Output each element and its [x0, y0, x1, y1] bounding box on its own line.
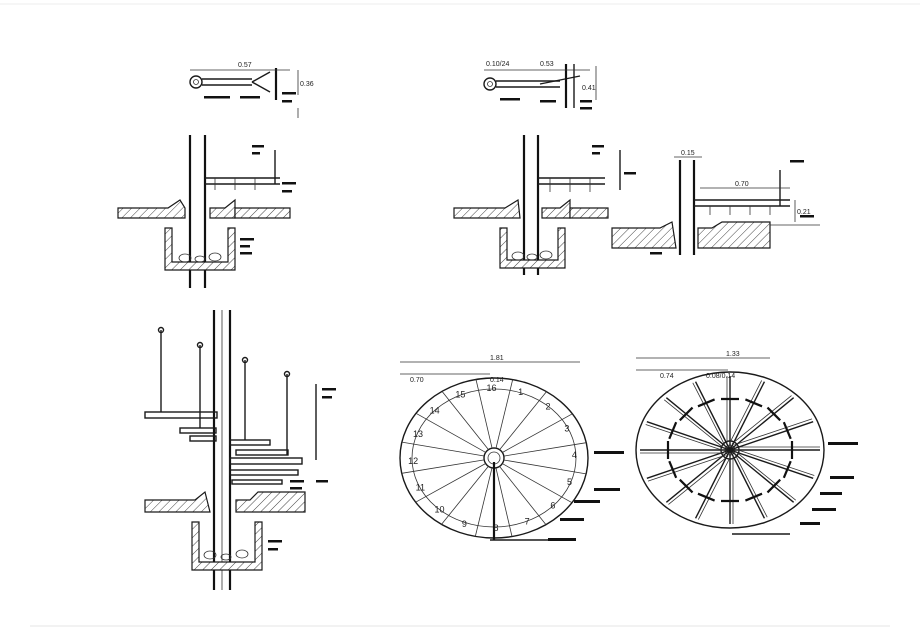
bracket-detail-left: [189, 68, 299, 118]
tread-line: [415, 412, 486, 453]
step-number: 14: [430, 406, 440, 416]
tread-line: [502, 463, 573, 504]
tread-beam: [729, 449, 795, 503]
tread-line: [441, 391, 489, 450]
dim-plan2-radius: 0.74: [660, 373, 674, 380]
tread-beam-edge: [692, 382, 726, 446]
tread-cross: [782, 421, 792, 440]
tread-beam-edge: [731, 395, 792, 444]
step-number: 2: [545, 401, 550, 411]
tread-beam-edge: [647, 454, 726, 482]
tread-beam: [665, 397, 731, 451]
tread-line: [495, 467, 513, 537]
dim-plan-radius: 0.70: [410, 377, 424, 384]
tread-line: [502, 413, 573, 453]
bracket-detail-right: [483, 64, 597, 110]
step-number: 10: [435, 505, 445, 515]
tread-beam-edge: [697, 456, 731, 520]
dim-plan2-overall: 1.33: [726, 351, 740, 358]
tread-radials: [401, 379, 587, 537]
tread-line: [401, 441, 485, 457]
dim-bracket-length: 0.53: [540, 61, 554, 68]
tread-cross: [766, 478, 781, 494]
step-number: 8: [494, 523, 499, 533]
tread-beam-edge: [668, 456, 729, 505]
tread-line: [503, 442, 587, 457]
tread-beam-edge: [645, 424, 724, 451]
tread-beam: [729, 397, 795, 451]
step-number: 4: [572, 450, 577, 460]
step-number: 9: [462, 519, 467, 529]
dim-bracket-height: 0.36: [300, 81, 314, 88]
stair-elevation: [144, 310, 336, 590]
dim-plan2-core: 0.08/0.14: [706, 373, 735, 380]
step-number: 5: [567, 477, 572, 487]
tread-line: [503, 459, 587, 475]
dim-plan-overall: 1.81: [490, 355, 504, 362]
tread-beam: [729, 421, 814, 451]
tread-cross: [744, 398, 763, 408]
tread-cross: [782, 460, 792, 479]
tread-beam: [729, 381, 766, 451]
tread-cross: [668, 460, 678, 479]
tread-beam-edge: [736, 449, 815, 476]
tread-line: [415, 463, 486, 503]
dim-tread-length: 0.70: [735, 181, 749, 188]
tread-cross: [697, 492, 716, 502]
step-number: 3: [564, 423, 569, 433]
step-number: 7: [525, 516, 530, 526]
step-number: 15: [455, 390, 465, 400]
tread-cross: [697, 398, 716, 408]
column-section-right-b: [611, 156, 820, 255]
dim-tread-height: 0.21: [797, 209, 811, 216]
dim-bracket-offset: 0.10/24: [486, 61, 509, 68]
tread-beam: [665, 449, 731, 503]
tread-cross: [679, 478, 694, 494]
column-section-right-a: [453, 135, 636, 275]
tread-beam-edge: [734, 454, 768, 518]
stair-plan-structural: [635, 357, 858, 535]
tread-beam-edge: [736, 451, 797, 501]
step-number: 16: [486, 383, 496, 393]
step-number: 11: [416, 483, 425, 493]
tread-beam: [646, 449, 731, 479]
tread-beam-edge: [663, 399, 724, 449]
tread-line: [499, 391, 547, 450]
dim-plan-core: 0.14: [490, 377, 504, 384]
step-number: 13: [413, 429, 423, 439]
step-number: 6: [550, 500, 555, 510]
tread-beam: [694, 449, 731, 519]
dim-bracket-width: 0.57: [238, 62, 252, 69]
tread-crosses: [640, 376, 820, 524]
step-number: 1: [518, 387, 523, 397]
tread-line: [474, 467, 493, 537]
tread-cross: [766, 406, 781, 422]
tread-line: [401, 459, 485, 474]
tread-beam-edge: [734, 418, 813, 446]
column-section-left: [117, 135, 296, 288]
dim-column-dia: 0.15: [681, 150, 695, 157]
tread-line: [475, 379, 493, 449]
dim-bracket-depth: 0.41: [582, 85, 596, 92]
tread-beam: [694, 381, 731, 451]
tread-cross: [668, 421, 678, 440]
tread-line: [495, 379, 514, 449]
tread-beam: [646, 421, 731, 451]
tread-cross: [744, 492, 763, 502]
tread-beam-edge: [729, 380, 763, 444]
stair-plan-numbered: [399, 361, 624, 541]
tread-line: [499, 466, 547, 525]
step-number: 12: [408, 456, 418, 466]
tread-cross: [679, 406, 694, 422]
tread-beam: [729, 449, 766, 519]
tread-beam: [729, 449, 814, 479]
tread-line: [441, 466, 489, 525]
